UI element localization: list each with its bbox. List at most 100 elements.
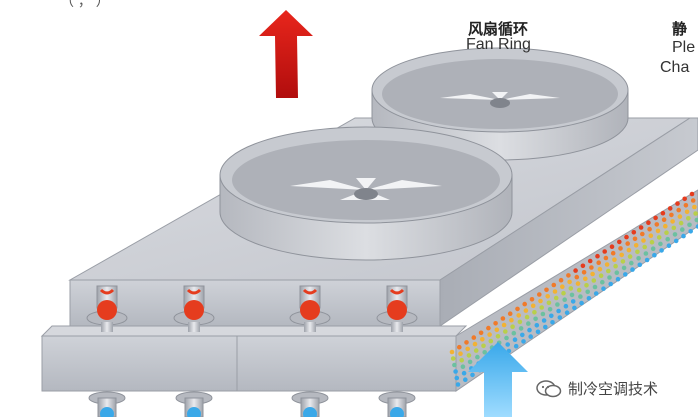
connector [289,285,331,332]
coil-bead [592,284,598,290]
coil-bead [643,251,649,256]
coil-bead [581,270,587,275]
coil-bead [579,300,584,306]
coil-bead [526,321,531,326]
coil-bead [694,217,698,223]
coil-bead [513,343,519,349]
coil-bead [470,372,475,378]
coil-bead [540,311,546,317]
coil-bead [617,239,622,245]
watermark-text: 制冷空调技术 [568,381,659,398]
fan-ring-label-en: Fan Ring [466,36,531,53]
coil-bead [518,326,524,331]
coil-bead [510,324,515,330]
coil-bead [690,198,696,203]
coil-bead [681,233,686,239]
coil-bead [650,246,656,251]
coil-bead [626,247,632,253]
coil-bead [638,225,644,230]
coil-bead [538,298,543,304]
coil-bead [461,370,467,376]
coil-bead [597,266,603,272]
coil-bead [647,226,652,232]
coil-bead [558,277,564,283]
coil-bead [686,216,691,221]
coil-bead [644,257,650,263]
coil-bead [552,289,558,294]
coil-bead [640,231,645,237]
coil-bead [609,244,615,249]
coil-bead [593,291,599,296]
coil-bead [533,316,538,322]
coil-bead [557,315,563,320]
connector [378,391,416,417]
coil-bead [530,303,536,309]
coil-bead [632,236,638,242]
coil-bead [544,287,549,293]
coil-bead [566,273,571,278]
coil-bead [664,230,669,235]
top-cropped-caption: （ ， ） [60,0,110,9]
coil-bead [578,294,583,299]
coil-bead [619,252,624,258]
coil-bead [532,310,537,315]
coil-bead [625,241,630,246]
upper-connectors [86,285,418,332]
coil-bead [583,276,588,282]
coil-bead [509,317,514,323]
coil-bead [516,313,521,318]
fan-ring-label-zh: 风扇循环 [468,21,529,38]
connector [173,285,215,332]
coil-bead [534,323,540,328]
coil-bead [663,223,668,229]
coil-bead [652,252,657,258]
coil-bead [517,319,523,325]
coil-bead [669,212,674,218]
coil-bead [610,250,616,256]
coil-bead [450,356,456,361]
hot-air-arrow [259,10,313,98]
coil-bead [621,265,627,271]
coil-bead [452,362,457,368]
coil-bead [541,318,547,323]
coil-bead [511,330,517,336]
coil-bead [623,272,628,277]
watermark: 制冷空调技术 [536,378,658,399]
coil-bead [608,281,613,287]
coil-bead [695,224,698,229]
coil-bead [545,294,550,299]
coil-bead [635,249,640,255]
coil-bead [463,377,468,383]
coil-bead [460,364,466,370]
coil-bead [507,311,513,317]
coil-bead [692,204,697,210]
coil-bead [675,201,680,206]
coil-bead [665,236,670,242]
coil-bead [539,305,544,310]
coil-bead [601,286,606,292]
coil-bead [472,341,478,347]
coil-bead [458,351,463,357]
coil-bead [537,292,542,297]
coil-bead [501,322,507,328]
connector [175,391,213,417]
coil-bead [631,230,637,235]
coil-bead [528,334,533,339]
coil-bead [678,220,684,226]
coil-bead [658,241,663,247]
coil-bead [567,279,572,285]
coil-bead [512,337,518,343]
coil-bead [586,296,592,301]
coil-bead [670,219,675,224]
coil-bead [682,196,687,202]
coil-bead [486,325,491,331]
coil-bead [466,353,472,358]
coil-bead [589,265,594,270]
coil-bead [613,263,618,269]
coil-bead [659,248,664,253]
coil-bead [660,210,666,216]
coil-bead [615,276,621,282]
coil-bead [553,295,559,301]
coil-bead [547,307,553,312]
